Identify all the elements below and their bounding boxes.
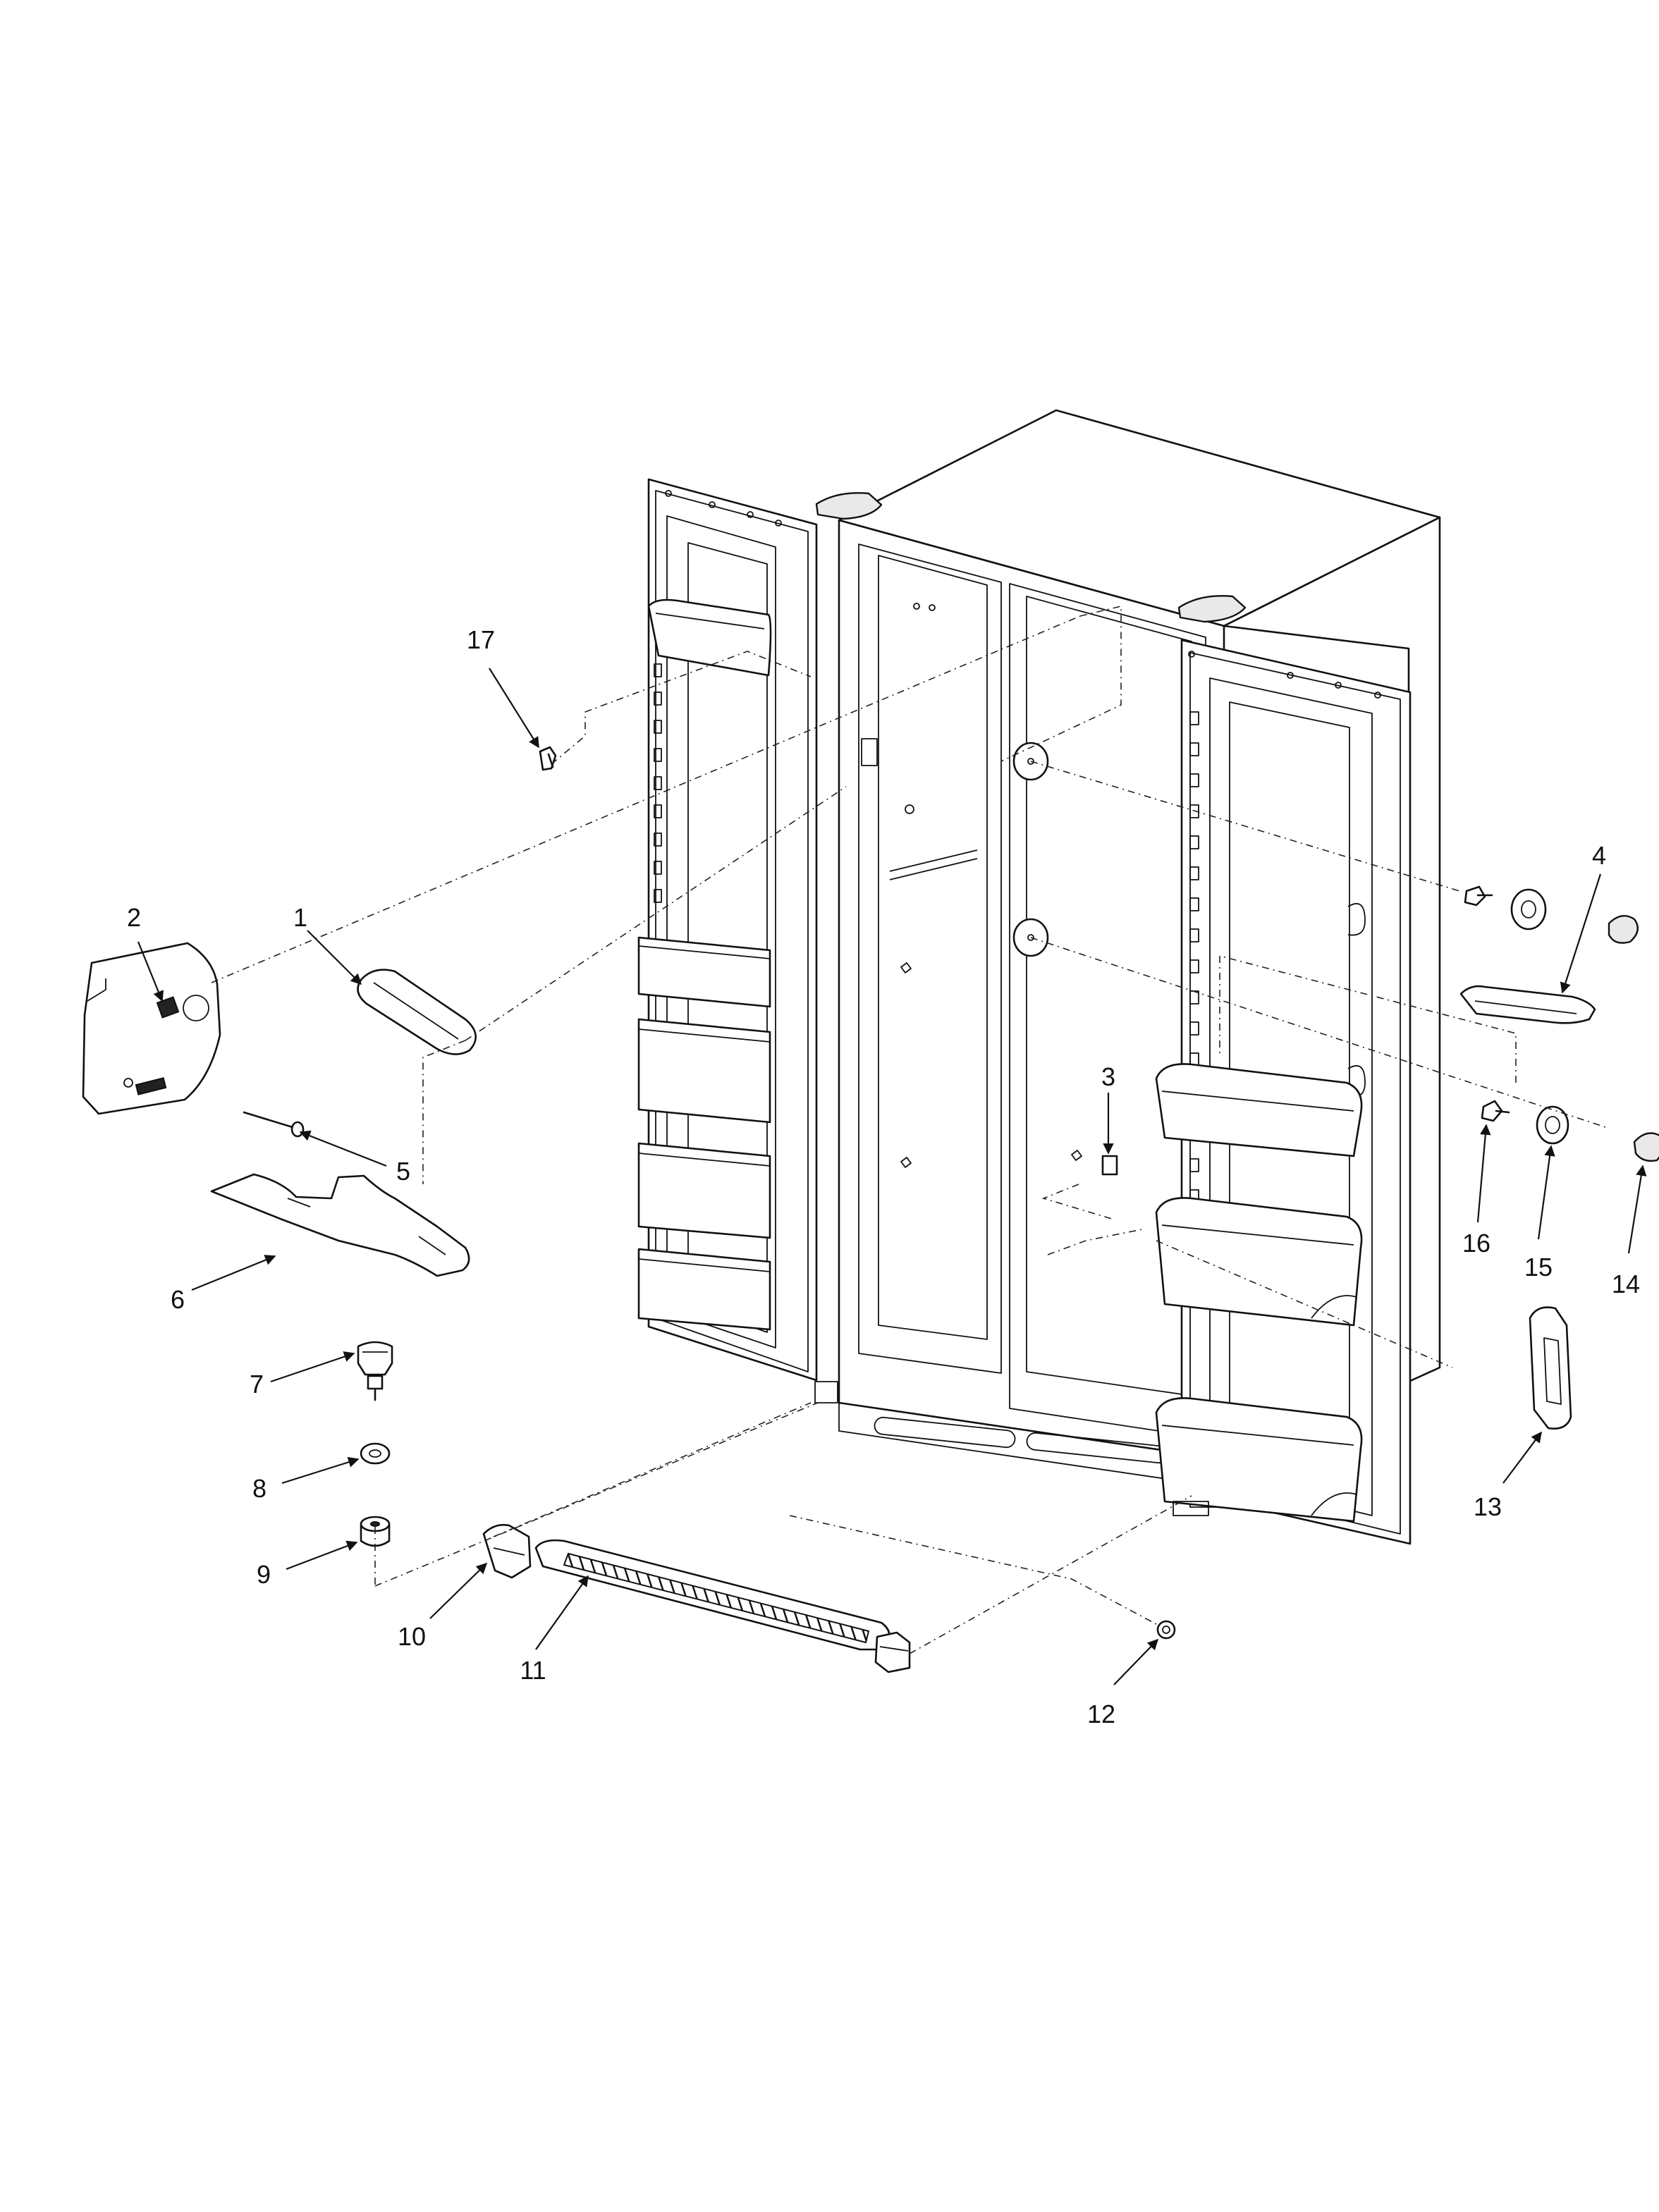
part-10-end-cap-left — [482, 1523, 532, 1579]
callout-6: 6 — [171, 1285, 185, 1314]
part-11-base-grille — [534, 1539, 891, 1651]
part-1-handle — [357, 969, 477, 1055]
part-17-screw — [539, 746, 557, 771]
callout-14: 14 — [1612, 1270, 1640, 1298]
part-11-end-cap-right — [874, 1631, 911, 1673]
callout-12: 12 — [1087, 1700, 1115, 1728]
part-2-dispenser-cover — [82, 942, 221, 1115]
callout-9: 9 — [257, 1560, 271, 1589]
callout-leaders — [137, 668, 1647, 1685]
callout-4: 4 — [1592, 841, 1606, 870]
callout-11: 11 — [520, 1656, 546, 1685]
callout-10: 10 — [398, 1622, 426, 1651]
part-15-hinge-bushing — [1536, 1105, 1569, 1145]
part-14-hinge-cap — [1633, 1132, 1659, 1162]
callout-1: 1 — [293, 903, 307, 932]
callout-15: 15 — [1524, 1253, 1553, 1282]
assembly-guide-lines — [211, 605, 1608, 1654]
freezer-door — [637, 478, 818, 1382]
part-4-door-bin — [1459, 985, 1596, 1024]
part-9-spacer — [360, 1516, 391, 1547]
callout-3: 3 — [1101, 1062, 1115, 1091]
part-16-hinge-pin — [1481, 1100, 1510, 1122]
callout-13: 13 — [1474, 1492, 1502, 1521]
part-8-washer — [360, 1442, 391, 1465]
part-6-bracket — [210, 1173, 470, 1277]
part-3-clip — [1101, 1155, 1118, 1176]
callout-16: 16 — [1462, 1229, 1490, 1258]
callout-17: 17 — [467, 625, 495, 654]
callout-8: 8 — [252, 1474, 267, 1503]
refrigerator-cabinet — [814, 409, 1441, 1508]
callout-7: 7 — [250, 1370, 264, 1399]
callout-2: 2 — [127, 903, 141, 932]
part-13-trim — [1529, 1306, 1572, 1430]
fresh-food-door — [1155, 639, 1412, 1545]
part-12-plug — [1156, 1620, 1176, 1640]
upper-hinge-assembly — [1464, 885, 1639, 944]
callout-5: 5 — [396, 1157, 410, 1186]
part-7-leveling-foot — [357, 1341, 393, 1401]
callout-labels: 1 2 3 4 5 6 7 8 9 10 11 12 13 14 15 16 1… — [127, 625, 1640, 1728]
door-rail-notches — [654, 663, 662, 903]
part-5-pin — [243, 1111, 305, 1138]
